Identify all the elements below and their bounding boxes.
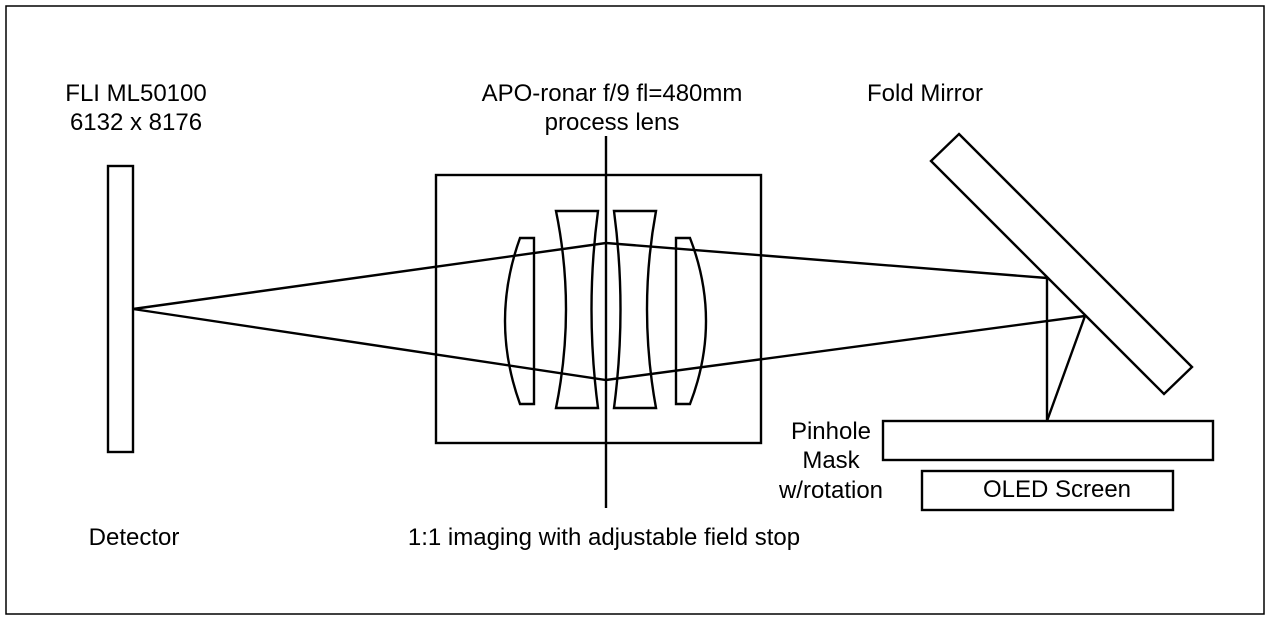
oled-screen-label: OLED Screen <box>982 476 1132 503</box>
fold-mirror-label: Fold Mirror <box>866 80 983 107</box>
lens-element-1 <box>503 236 536 406</box>
pinhole-mask-label-line3: w/rotation <box>778 477 884 504</box>
lens-caption: 1:1 imaging with adjustable field stop <box>407 524 801 551</box>
lens-element-2 <box>554 209 600 410</box>
reflected-ray-diagonal <box>1045 315 1087 422</box>
lens-element-4 <box>674 236 708 406</box>
pinhole-mask <box>881 419 1215 462</box>
pinhole-mask-label-line2: Mask <box>802 447 860 474</box>
pinhole-mask-label-line1: Pinhole <box>790 418 872 445</box>
lens-type-label: process lens <box>544 109 680 136</box>
detector-model-label: FLI ML50100 <box>65 80 207 107</box>
detector-caption: Detector <box>88 524 180 551</box>
lower-ray <box>132 307 1086 382</box>
oled-screen <box>920 469 1175 512</box>
detector-resolution-label: 6132 x 8176 <box>69 109 203 136</box>
upper-ray <box>132 241 1048 311</box>
diagram-frame <box>5 5 1265 615</box>
detector-plate <box>106 164 135 454</box>
lens-element-3 <box>612 209 658 410</box>
fold-mirror <box>929 132 1194 396</box>
lens-name-label: APO-ronar f/9 fl=480mm <box>481 80 743 107</box>
lens-housing <box>434 173 763 445</box>
